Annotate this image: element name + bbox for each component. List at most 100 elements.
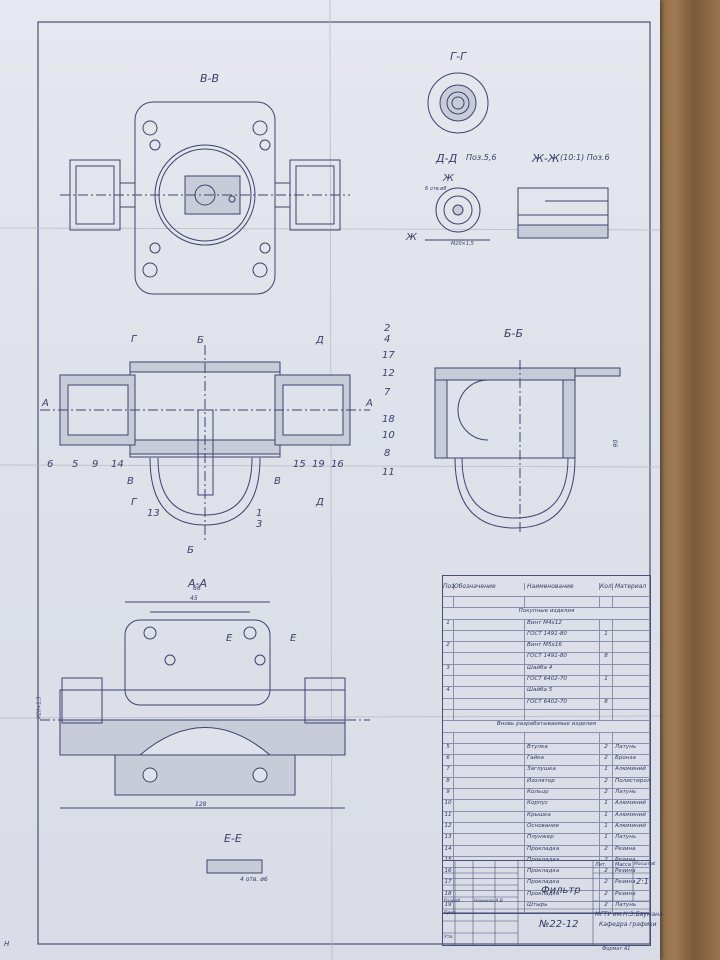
title-block: Фильтр №22-12 Лит. Масса Масштаб 2:1 МГТ… [442, 860, 663, 946]
bom-cell-name: Гайка [525, 755, 600, 766]
bom-cell-pos: 10 [443, 800, 454, 811]
bom-cell-qty: 2 [600, 890, 613, 902]
dim-128: 128 [195, 801, 207, 808]
marker-a-right: А [366, 398, 373, 409]
dim-holes-dd: 6 отв.ø8 [425, 186, 447, 192]
marker-a-left: А [42, 398, 49, 409]
wooden-floor [655, 0, 720, 960]
bom-empty-row [443, 732, 650, 744]
bom-cell-name: Винт М4х12 [525, 619, 600, 630]
dim-66: 66 [193, 585, 201, 592]
bom-cell-designation [454, 698, 525, 709]
bom-cell-pos: 17 [443, 879, 454, 890]
marker-v-left: В [127, 476, 134, 487]
marker-zh-top: Ж [443, 173, 454, 184]
bom-cell-mat: Алюминий [615, 766, 646, 773]
bom-cell-designation [454, 879, 525, 890]
stamp-org-line1: МГТУ им.Н.Э.Баумана [595, 911, 663, 918]
bom-cell-designation [454, 777, 525, 789]
bom-cell-qty [600, 642, 613, 653]
bom-cell-name: ГОСТ 1491-80 [525, 630, 600, 642]
bom-cell-pos [443, 676, 454, 687]
bom-cell-designation [454, 868, 525, 879]
bom-cell-designation [454, 664, 525, 676]
label-view-bb: Б-Б [504, 327, 524, 340]
bom-cell-pos: 3 [443, 664, 454, 676]
dim-m20-dd: M20×1,5 [451, 241, 474, 247]
stamp-col-mass: Масса [615, 862, 631, 868]
callout-1: 1 [256, 508, 263, 519]
callout-8: 8 [384, 448, 391, 459]
bom-cell-qty: 1 [600, 766, 613, 777]
bom-cell-mat [613, 653, 650, 663]
bom-cell-pos: 7 [443, 766, 454, 777]
marker-v-right: В [274, 476, 281, 487]
stamp-col-lit: Лит. [595, 862, 607, 868]
bom-cell-name: Шайба 5 [525, 687, 600, 698]
callout-16: 16 [331, 459, 344, 470]
bom-cell-designation [454, 834, 525, 845]
stamp-scale: 2:1 [636, 877, 649, 886]
view-dd [425, 187, 490, 241]
bom-cell-mat [613, 676, 650, 686]
bom-cell-designation [454, 890, 525, 902]
bom-cell-qty: 2 [600, 902, 613, 913]
bom-cell-mat: Алюминий [615, 800, 646, 807]
bom-cell-pos: 2 [443, 642, 454, 653]
marker-g-top: Г [131, 334, 137, 345]
drawing-frame [37, 21, 651, 945]
bom-cell-mat: Бронза [615, 755, 636, 762]
bom-cell-name: Изолятор [525, 777, 600, 789]
bom-cell-pos: 6 [443, 755, 454, 766]
bom-cell-pos: 13 [443, 834, 454, 845]
stamp-author: Новиков А.В [474, 899, 503, 904]
callout-6: 6 [47, 459, 54, 470]
bom-col-qty: Кол. [600, 582, 614, 590]
dim-ee-holes: 4 отв. ø6 [240, 876, 268, 883]
bom-cell-mat: Латунь [615, 902, 637, 909]
bom-section-purchased: Покупные изделия [443, 608, 650, 620]
bom-cell-designation [454, 902, 525, 913]
bom-cell-designation [454, 630, 525, 642]
bom-cell-name: Прокладка [525, 879, 600, 890]
bom-cell-mat [613, 631, 650, 641]
label-view-aa: А-А [188, 577, 208, 590]
bom-cell-designation [454, 743, 525, 755]
bom-cell-qty: 8 [600, 698, 613, 709]
bom-cell-name: Втулка [525, 743, 600, 755]
callout-4: 4 [384, 334, 391, 345]
bom-cell-name: Корпус [525, 800, 600, 811]
bom-cell-mat [613, 699, 650, 709]
bom-cell-name: Прокладка [525, 890, 600, 902]
view-aa [40, 601, 370, 809]
bom-cell-designation [454, 642, 525, 653]
bom-cell-designation [454, 676, 525, 687]
bom-cell-name: ГОСТ 6402-70 [525, 676, 600, 687]
dim-m20-aa: M20×1,5 [36, 696, 43, 720]
marker-zh-bottom: Ж [406, 232, 417, 243]
bom-table: Поз. Обозначение Наименование Кол. Матер… [442, 575, 651, 915]
bom-cell-mat: Резина [615, 856, 636, 863]
bom-cell-name: Прокладка [525, 856, 600, 868]
bom-cell-name: Крышка [525, 811, 600, 822]
marker-g-bottom: Г [131, 497, 137, 508]
callout-7: 7 [384, 387, 391, 398]
bom-cell-mat: Алюминий [615, 822, 646, 829]
bom-cell-pos: 15 [443, 856, 454, 868]
bom-cell-designation [454, 800, 525, 811]
bom-cell-qty: 1 [600, 822, 613, 834]
marker-d-bottom: Д [316, 497, 324, 508]
callout-17: 17 [382, 350, 395, 361]
label-view-ee: Е-Е [224, 832, 242, 845]
bom-section-purchased-label: Покупные изделия [518, 608, 575, 615]
bom-cell-pos [443, 653, 454, 664]
stamp-row-prov: Пров. [444, 911, 458, 916]
bom-section-made-label: Вновь разрабатываемые изделия [496, 721, 597, 728]
